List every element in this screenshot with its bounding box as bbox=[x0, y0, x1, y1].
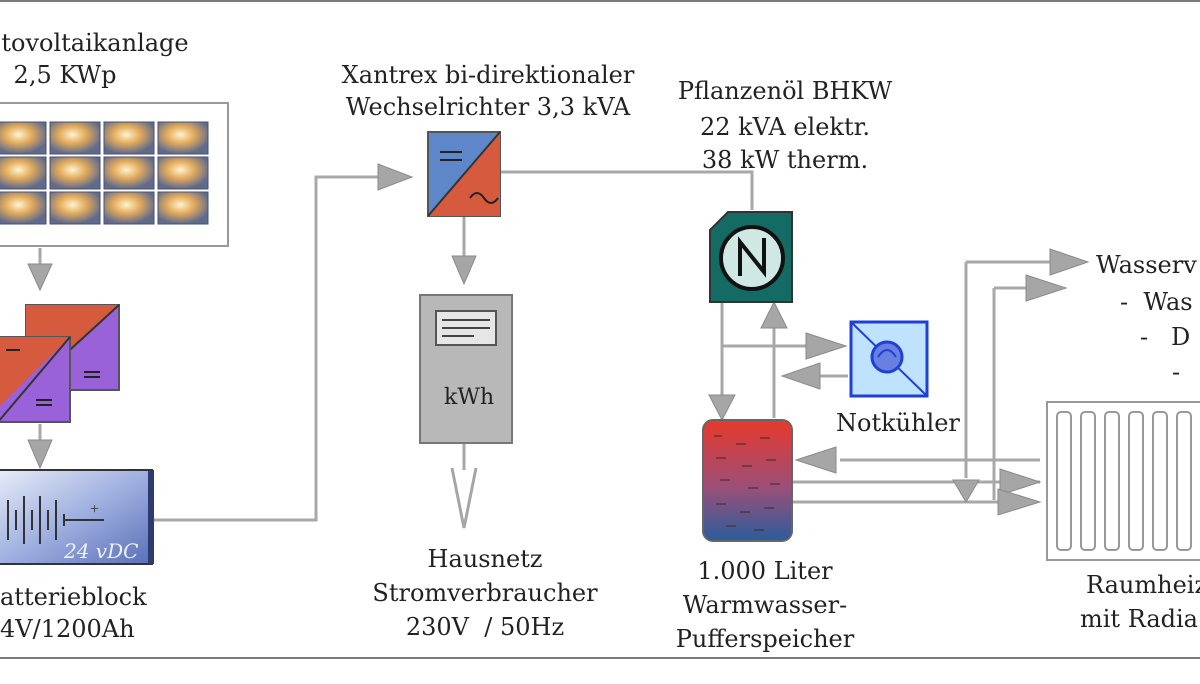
pv-title-line1: tovoltaikanlage bbox=[1, 29, 189, 57]
line-battery-to-inverter bbox=[152, 175, 392, 522]
arrow-into-battery bbox=[27, 439, 53, 470]
energy-meter-icon bbox=[419, 294, 513, 444]
pv-cell-1-2 bbox=[103, 156, 155, 190]
arrow-into-charger bbox=[27, 263, 53, 292]
arrow-water-down bbox=[952, 479, 980, 503]
radiator-fin bbox=[1128, 411, 1144, 551]
emergency-cooler-icon bbox=[849, 320, 929, 398]
pv-cell-2-1 bbox=[49, 191, 101, 225]
pv-cells bbox=[0, 121, 209, 225]
inverter-title-line1: Xantrex bi-direktionaler bbox=[341, 61, 635, 89]
pv-title-line2: 2,5 KWp bbox=[13, 61, 117, 89]
heating-title-line1: Raumheiz bbox=[1086, 571, 1200, 599]
battery-title-line2: 4V/1200Ah bbox=[0, 615, 135, 643]
frame-top-line bbox=[0, 0, 1200, 2]
house-title-line2: Stromverbraucher bbox=[372, 579, 598, 607]
radiator-fin bbox=[1104, 411, 1120, 551]
arrow-into-tank-from-cooler bbox=[780, 362, 821, 390]
arrow-into-chp bbox=[760, 300, 788, 329]
pv-cell-2-0 bbox=[0, 191, 47, 225]
buffer-tank-icon bbox=[702, 419, 793, 542]
tank-title-line2: Warmwasser- bbox=[682, 591, 848, 619]
pv-cell-2-2 bbox=[103, 191, 155, 225]
pv-cell-1-1 bbox=[49, 156, 101, 190]
chp-title-line1: Pflanzenöl BHKW bbox=[677, 77, 893, 105]
arrow-into-tank bbox=[708, 394, 736, 422]
tank-title-line1: 1.000 Liter bbox=[697, 557, 833, 585]
water-title-line3: - D bbox=[1140, 323, 1191, 351]
radiator-icon bbox=[1046, 401, 1200, 561]
frame-bottom-line bbox=[0, 657, 1200, 659]
pv-panel-array bbox=[0, 102, 229, 247]
tank-title-line3: Pufferspeicher bbox=[675, 625, 855, 653]
arrow-into-inverter bbox=[377, 163, 414, 191]
meter-unit-label: kWh bbox=[444, 385, 495, 410]
svg-text:+: + bbox=[90, 501, 99, 518]
pv-cell-1-0 bbox=[0, 156, 47, 190]
arrow-into-meter bbox=[451, 255, 477, 286]
radiator-fin bbox=[1176, 411, 1192, 551]
connection-lines bbox=[38, 170, 1062, 522]
radiator-fins bbox=[1056, 411, 1192, 551]
arrow-water-2 bbox=[1025, 274, 1068, 302]
chp-title-line3: 38 kW therm. bbox=[701, 146, 869, 174]
water-title-line1: Wasserv bbox=[1096, 251, 1197, 279]
radiator-fin bbox=[1056, 411, 1072, 551]
battery-charger-icon bbox=[0, 304, 120, 423]
arrow-into-radiator-2 bbox=[997, 488, 1042, 516]
arrow-into-cooler bbox=[805, 332, 848, 360]
pv-cell-0-2 bbox=[103, 121, 155, 155]
pv-cell-1-3 bbox=[157, 156, 209, 190]
pv-cell-0-1 bbox=[49, 121, 101, 155]
house-net-arrow bbox=[450, 467, 478, 529]
radiator-fin bbox=[1080, 411, 1096, 551]
inverter-icon bbox=[427, 131, 501, 217]
arrow-water-1 bbox=[1049, 248, 1090, 276]
water-title-line4: - bbox=[1172, 358, 1181, 386]
arrow-into-radiator-1 bbox=[999, 468, 1042, 496]
chp-title-line2: 22 kVA elektr. bbox=[699, 113, 871, 141]
house-title-line3: 230V / 50Hz bbox=[405, 613, 565, 641]
battery-icon: + bbox=[0, 469, 154, 565]
heating-title-line2: mit Radia bbox=[1080, 605, 1198, 633]
radiator-fin bbox=[1152, 411, 1168, 551]
house-title-line1: Hausnetz bbox=[427, 545, 543, 573]
battery-title-line1: atterieblock bbox=[0, 583, 147, 611]
cooler-label: Notkühler bbox=[836, 409, 960, 437]
arrow-into-tank-from-radiator bbox=[794, 446, 837, 474]
line-inverter-to-chp bbox=[500, 170, 754, 210]
pv-cell-2-3 bbox=[157, 191, 209, 225]
pv-cell-0-3 bbox=[157, 121, 209, 155]
water-title-line2: - Was bbox=[1120, 288, 1193, 316]
inverter-title-line2: Wechselrichter 3,3 kVA bbox=[345, 93, 631, 121]
arrowheads bbox=[27, 163, 1090, 516]
pv-cell-0-0 bbox=[0, 121, 47, 155]
chp-generator-icon bbox=[709, 211, 793, 303]
battery-voltage-label: 24 vDC bbox=[64, 539, 139, 563]
